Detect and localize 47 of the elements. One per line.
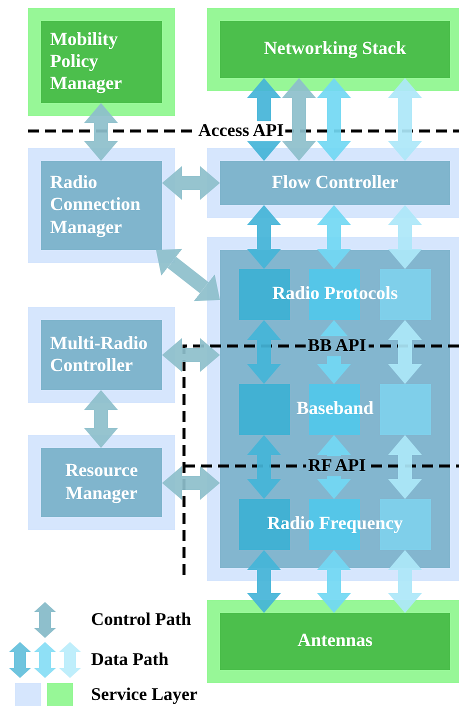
box-label: Resource Manager [64,460,139,505]
module-box [220,21,450,78]
layer-block [239,269,431,320]
legend-label: Data Path [91,650,168,670]
box-label: Multi-Radio Controller [49,332,149,378]
double-arrow [317,78,351,161]
module-box [220,161,450,205]
module-box [220,613,450,670]
double-arrow [247,320,281,384]
double-arrow [317,435,351,499]
double-arrow [247,78,281,161]
double-arrow [84,390,118,448]
double-arrow [388,320,422,384]
box-label: Antennas [296,630,374,653]
module-box [41,161,162,250]
layer-block [239,384,431,435]
layer-block [239,499,431,550]
legend-label: Service Layer [91,685,198,705]
double-arrow [388,78,422,161]
double-arrow [162,338,220,372]
box-label: Networking Stack [262,38,408,61]
double-arrow [317,205,351,269]
box-label: Radio Protocols [271,283,399,306]
api-label: RF API [306,456,368,476]
double-arrow [162,466,220,500]
double-arrow [84,103,118,161]
double-arrow [317,320,351,384]
box-label: Radio Connection Manager [49,172,142,239]
api-label: BB API [306,336,368,356]
box-label: Mobility Policy Manager [49,28,123,96]
api-label: Access API [196,121,286,141]
double-arrow [162,166,220,200]
double-arrow [247,435,281,499]
module-box [41,21,162,103]
double-arrow [247,205,281,269]
double-arrow [388,550,422,613]
legend-label: Control Path [91,610,192,630]
box-label: Flow Controller [270,172,400,194]
double-arrow [388,435,422,499]
double-arrow [388,205,422,269]
module-box [41,320,162,390]
double-arrow [317,550,351,613]
double-arrow [247,550,281,613]
box-label: Radio Frequency [266,513,404,536]
module-box [41,448,162,517]
double-arrow [282,78,316,161]
box-label: Baseband [295,398,375,421]
